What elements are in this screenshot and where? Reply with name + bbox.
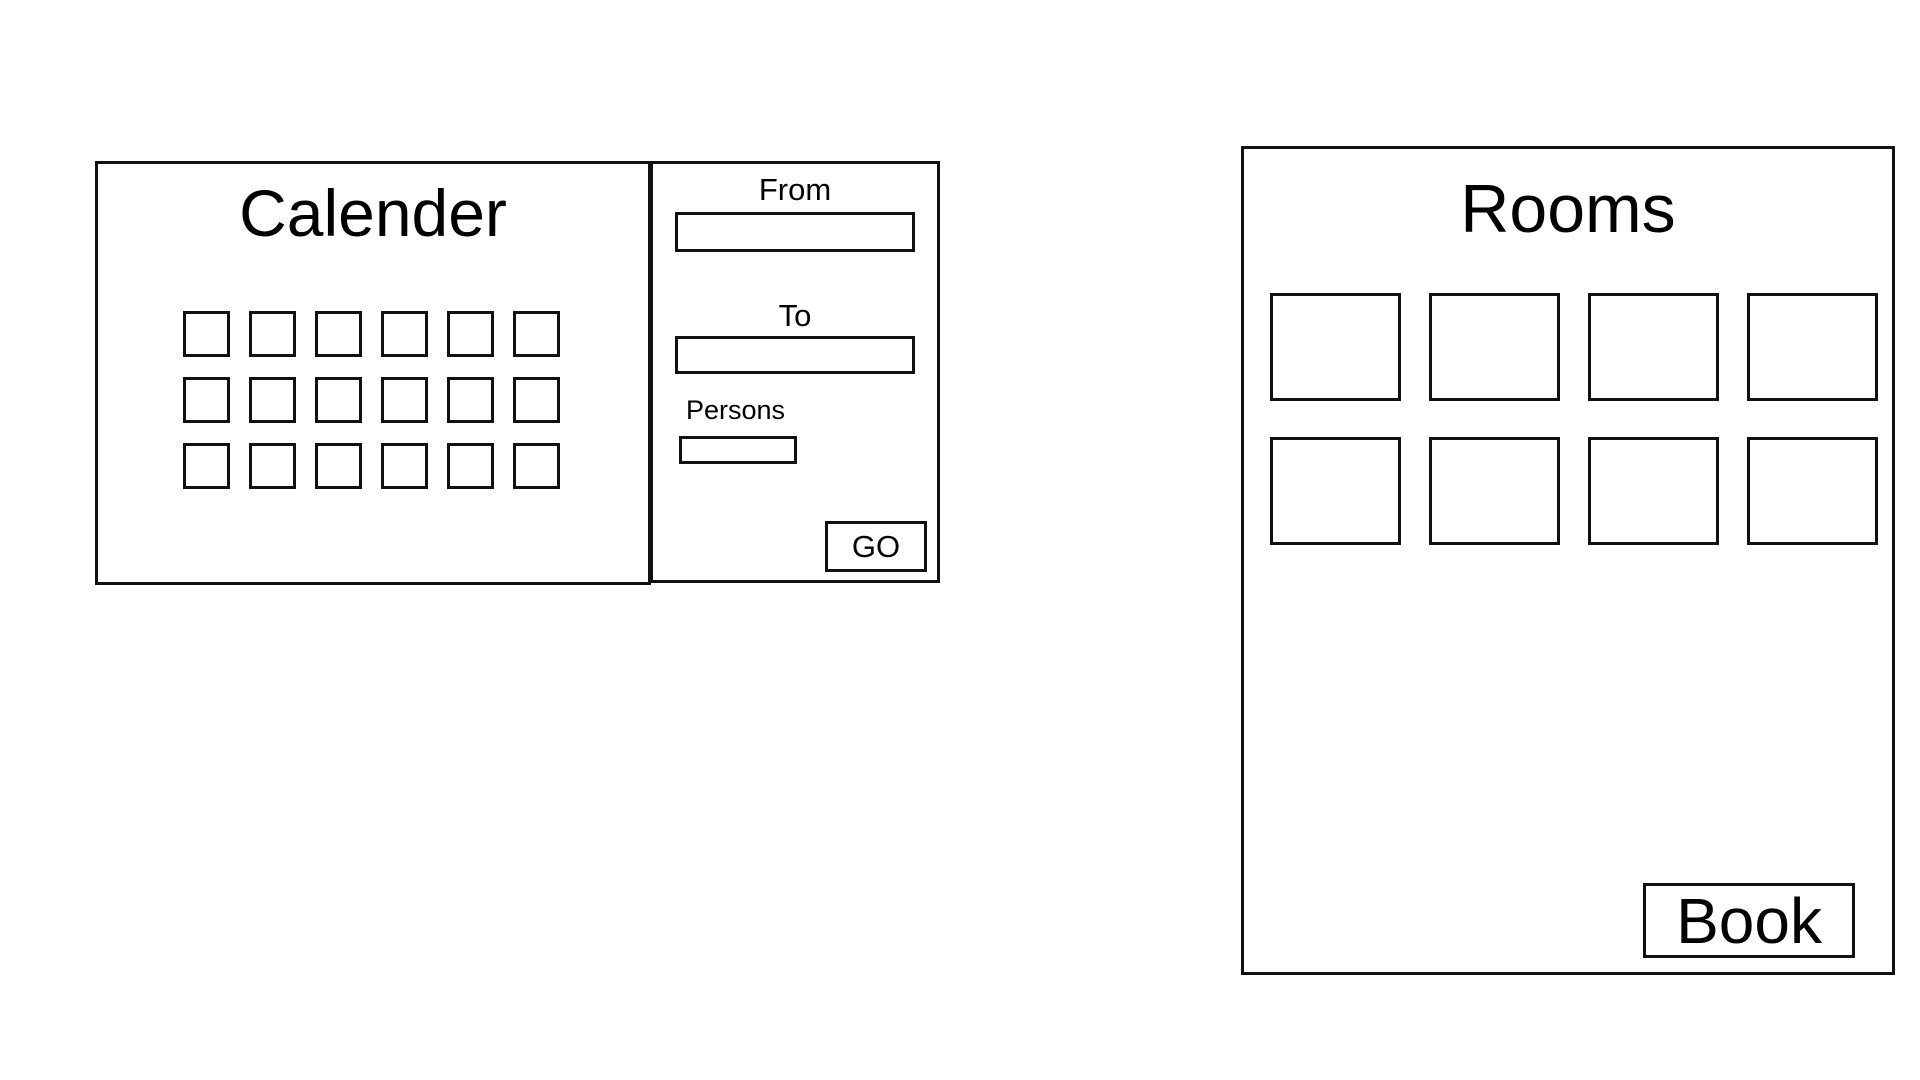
calendar-day-cell[interactable] [513, 377, 560, 423]
search-panel: From To Persons GO [650, 161, 940, 583]
rooms-grid [1270, 293, 1878, 545]
to-label: To [778, 298, 812, 333]
calendar-day-cell[interactable] [381, 443, 428, 489]
calendar-day-cell[interactable] [249, 377, 296, 423]
calendar-day-cell[interactable] [447, 377, 494, 423]
persons-label: Persons [686, 395, 786, 425]
room-card[interactable] [1429, 293, 1560, 401]
room-card[interactable] [1270, 293, 1401, 401]
calendar-day-cell[interactable] [447, 443, 494, 489]
calendar-day-cell[interactable] [315, 311, 362, 357]
room-card[interactable] [1588, 293, 1719, 401]
calendar-day-cell[interactable] [183, 443, 230, 489]
rooms-panel: Rooms Book [1241, 146, 1895, 975]
persons-field[interactable] [679, 436, 797, 464]
calendar-day-cell[interactable] [513, 443, 560, 489]
room-card[interactable] [1588, 437, 1719, 545]
calendar-day-cell[interactable] [249, 311, 296, 357]
room-card[interactable] [1747, 437, 1878, 545]
go-button[interactable]: GO [825, 521, 927, 572]
from-field[interactable] [675, 212, 915, 252]
calendar-day-cell[interactable] [183, 377, 230, 423]
calendar-title: Calender [239, 176, 507, 250]
room-card[interactable] [1747, 293, 1878, 401]
room-card[interactable] [1429, 437, 1560, 545]
calendar-day-cell[interactable] [513, 311, 560, 357]
calendar-panel: Calender [95, 161, 651, 585]
rooms-title: Rooms [1460, 171, 1676, 247]
calendar-grid [183, 311, 560, 489]
from-label: From [758, 172, 832, 207]
calendar-day-cell[interactable] [183, 311, 230, 357]
calendar-day-cell[interactable] [447, 311, 494, 357]
calendar-day-cell[interactable] [315, 377, 362, 423]
calendar-day-cell[interactable] [249, 443, 296, 489]
book-button[interactable]: Book [1643, 883, 1855, 958]
calendar-day-cell[interactable] [381, 377, 428, 423]
calendar-day-cell[interactable] [315, 443, 362, 489]
calendar-day-cell[interactable] [381, 311, 428, 357]
room-card[interactable] [1270, 437, 1401, 545]
to-field[interactable] [675, 336, 915, 374]
